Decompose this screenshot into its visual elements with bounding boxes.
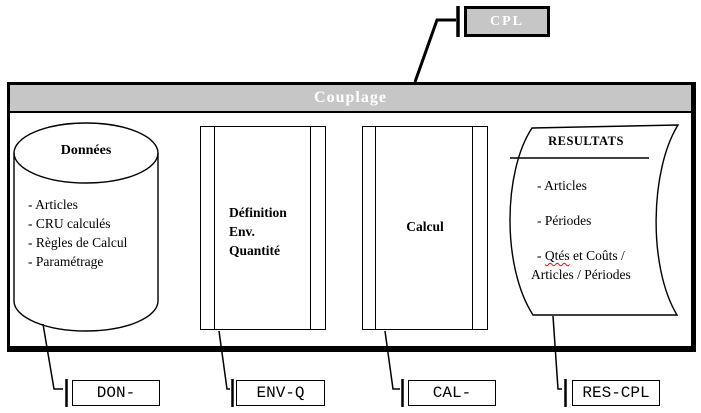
- process-box-definition: [200, 126, 326, 330]
- resultats-item-prefix: -: [537, 248, 545, 263]
- process-definition-line: Définition: [229, 205, 287, 220]
- cylinder-item: - Paramétrage: [28, 254, 104, 269]
- res-connector-line: [552, 315, 562, 390]
- resultats-title: RESULTATS: [548, 134, 624, 148]
- process-calcul-label: Calcul: [406, 219, 444, 234]
- ref-box-env-label: ENV-Q: [256, 384, 305, 402]
- couplage-container: Couplage: [7, 82, 696, 352]
- ref-box-cal: CAL-: [408, 380, 496, 406]
- ref-box-cal-label: CAL-: [432, 384, 472, 402]
- couplage-title: Couplage: [314, 89, 387, 106]
- cylinder-item: - CRU calculés: [28, 216, 111, 231]
- resultats-item-rest: et Coûts / Articles / Périodes: [531, 248, 631, 282]
- process-definition-line: Quantité: [229, 243, 281, 258]
- process-box-inner-line: [310, 127, 311, 329]
- cpl-connector-line: [413, 18, 456, 83]
- ref-box-don: DON-: [72, 380, 160, 406]
- process-box-calcul: [362, 126, 488, 330]
- cpl-callout-box: CPL: [464, 6, 550, 37]
- ref-box-res-label: RES-CPL: [582, 384, 650, 402]
- resultats-item-list: - Articles - Périodes - Qtés et Coûts / …: [531, 176, 649, 284]
- ref-box-res: RES-CPL: [572, 380, 660, 406]
- ref-box-env: ENV-Q: [236, 380, 325, 406]
- cylinder-body: [13, 153, 159, 332]
- cylinder-item: - Articles: [28, 197, 78, 212]
- process-box-inner-line: [375, 127, 376, 329]
- cpl-label: CPL: [490, 13, 524, 29]
- cylinder-title: Données: [60, 143, 112, 158]
- cylinder-item-list: - Articles - CRU calculés - Règles de Ca…: [15, 195, 150, 271]
- resultats-item: - Articles: [537, 178, 587, 193]
- don-connector-line: [42, 323, 63, 390]
- cylinder-item: - Règles de Calcul: [28, 235, 128, 250]
- process-box-inner-line: [214, 127, 215, 329]
- process-box-inner-line: [472, 127, 473, 329]
- process-definition-label: Définition Env. Quantité: [229, 203, 319, 260]
- ref-box-don-label: DON-: [96, 384, 136, 402]
- resultats-item-spellchecked-word: Qtés: [544, 248, 570, 263]
- resultats-shape: [509, 124, 680, 316]
- couplage-header-bar: Couplage: [10, 85, 691, 113]
- resultats-item: - Qtés et Coûts / Articles / Périodes: [531, 246, 649, 284]
- resultats-item: - Périodes: [537, 213, 592, 228]
- process-definition-line: Env.: [229, 224, 255, 239]
